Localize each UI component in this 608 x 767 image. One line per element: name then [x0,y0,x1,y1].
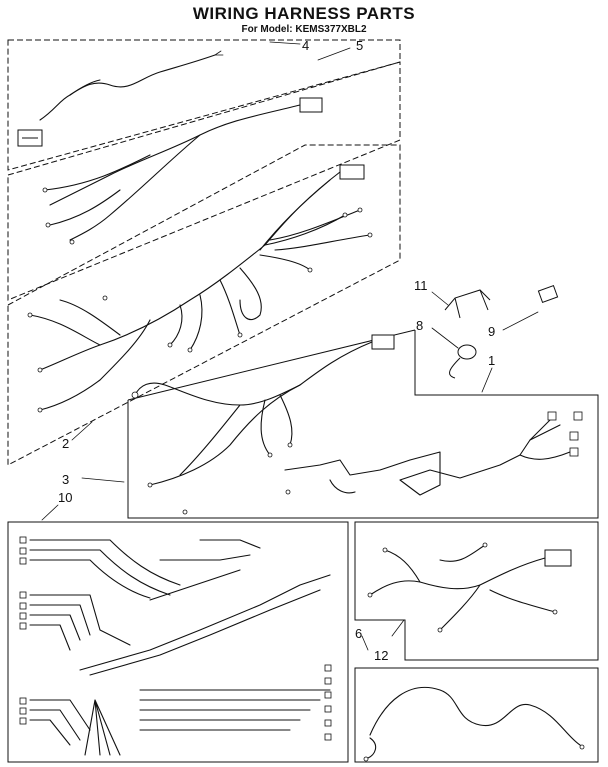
callout-5: 5 [356,38,363,53]
connector-icon [339,164,365,180]
harness-panel-3 [127,329,599,519]
harness-panel-6 [354,521,599,661]
harness-panel-5 [7,61,401,301]
callout-8: 8 [416,318,423,333]
callout-12: 12 [374,648,388,663]
leader-lines [41,41,539,651]
harness-panel-4 [7,39,401,171]
callout-3: 3 [62,472,69,487]
harness-panel-12 [354,667,599,763]
connector-icon [371,334,395,350]
callout-9: 9 [488,324,495,339]
callout-11: 11 [414,278,428,293]
part-8-grommet [449,344,477,379]
callout-10: 10 [58,490,72,505]
part-11-clip [444,289,491,319]
model-subtitle: For Model: KEMS377XBL2 [241,24,367,35]
diagram-title: WIRING HARNESS PARTS [192,4,416,23]
callout-4: 4 [302,38,309,53]
callout-1: 1 [488,353,495,368]
connector-icon [299,97,323,113]
part-9-connector [537,284,559,304]
callout-2: 2 [62,436,69,451]
harness-panel-10 [7,521,349,763]
harness-panel-2 [7,144,401,466]
connector-icon [544,549,572,567]
callout-6: 6 [355,626,362,641]
